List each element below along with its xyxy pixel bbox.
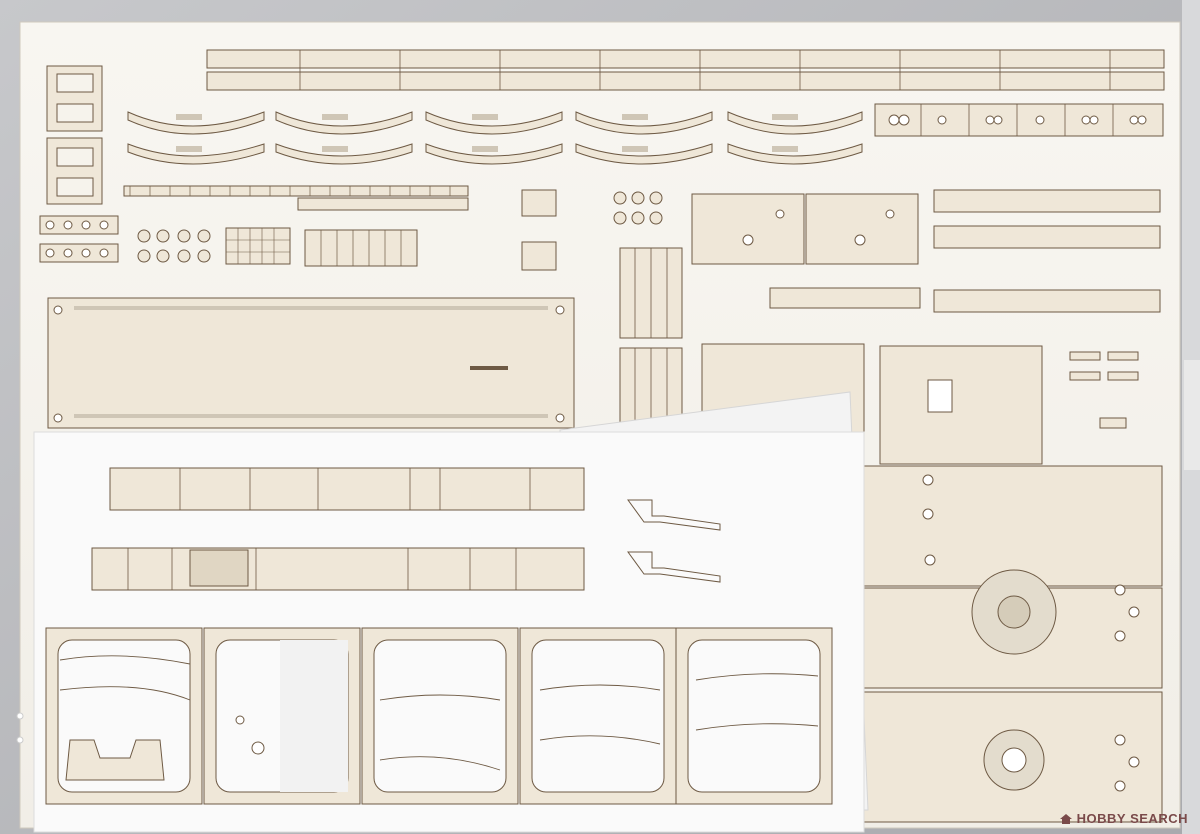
long-rail [206,71,1165,91]
roof-ribs-row [127,143,863,165]
hook-part [627,499,721,531]
watermark: HOBBY SEARCH [1059,811,1188,826]
bogie-frame [691,193,805,265]
punch-holes [16,712,24,744]
tiny-parts-right [1069,351,1139,429]
small-part-cluster [769,189,1161,313]
watermark-suffix: SEARCH [1130,811,1188,826]
box-panel [879,345,1043,465]
comb-strip [123,185,469,197]
bogie-frame [805,193,919,265]
tiny-grid-parts [225,227,291,265]
square-plate [39,243,119,263]
front-card-parts [45,467,833,805]
cut-parts [39,49,1165,823]
seat-blocks [304,229,418,267]
sleeve-tab [1184,360,1200,470]
washers [137,229,211,263]
long-rail [206,49,1165,69]
square-plate [39,215,119,235]
floor-plate [47,297,575,429]
roof-ribs-row [127,111,863,135]
interior-strip [91,547,585,591]
interior-strip [109,467,585,511]
bracket [521,241,557,271]
round-parts [613,191,663,225]
chassis-plate [859,465,1163,587]
bracket [521,189,557,217]
hole-plate-strip [874,103,1164,137]
watermark-brand: HOBBY [1076,811,1127,826]
hobby-search-logo-icon [1059,813,1073,825]
hook-part [627,551,721,583]
